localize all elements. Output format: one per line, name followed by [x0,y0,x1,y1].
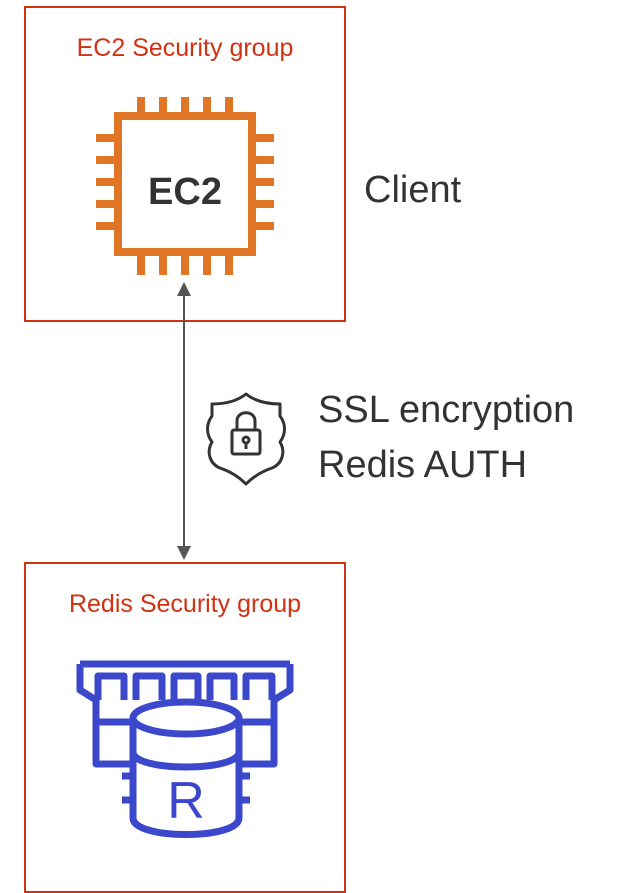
ssl-encryption-label: SSL encryption [318,389,575,431]
client-label: Client [364,169,462,211]
redis-icon-label: R [167,772,205,830]
redis-auth-label: Redis AUTH [318,444,528,486]
ec2-security-group-title: EC2 Security group [76,34,294,62]
redis-security-group-title: Redis Security group [68,590,302,618]
ec2-icon-label: EC2 [148,171,222,213]
